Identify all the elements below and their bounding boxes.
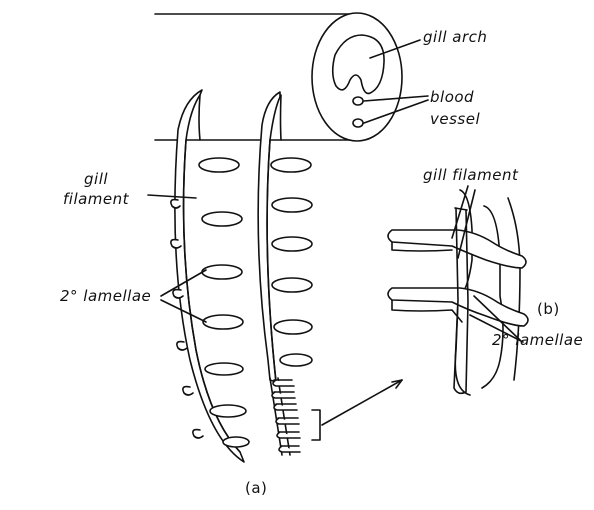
label-gill-filament-b: gill filament xyxy=(423,166,518,184)
gill-filament-right xyxy=(258,92,290,455)
label-panel-a: (a) xyxy=(245,479,267,497)
label-gill-arch: gill arch xyxy=(423,28,487,46)
section-bracket xyxy=(312,410,320,440)
filament-right-lower xyxy=(270,378,290,455)
label-filament-a: filament xyxy=(63,190,129,208)
label-lamellae-a: 2° lamellae xyxy=(60,287,151,305)
lamellae-right xyxy=(271,158,312,452)
label-vessel: vessel xyxy=(430,110,480,128)
gill-arch-cylinder xyxy=(155,13,402,141)
label-blood: blood xyxy=(430,88,474,106)
filament-left-upper-spur xyxy=(199,95,200,140)
label-panel-b: (b) xyxy=(537,300,560,318)
label-lamellae-b: 2° lamellae xyxy=(492,331,583,349)
label-gill-a: gill xyxy=(84,170,108,188)
zoom-arrow xyxy=(322,380,402,425)
